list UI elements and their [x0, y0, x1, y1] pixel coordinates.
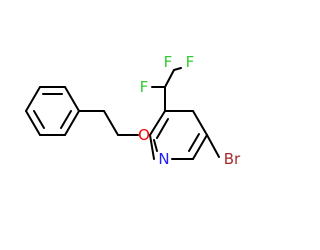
molecule-structure: F F F O N Br	[25, 53, 241, 168]
nitrogen-atom: N	[158, 150, 169, 168]
molecule-canvas: F F F O N Br	[25, 53, 241, 168]
fluorine-atom-3: F	[140, 78, 149, 96]
trifluoromethyl-group	[151, 67, 182, 112]
bromine-bond	[206, 134, 220, 158]
fluorine-atom-1: F	[164, 53, 173, 71]
fluorine-atom-2: F	[186, 53, 195, 71]
methylene-bond	[78, 110, 139, 136]
pyridine-ring	[149, 110, 208, 160]
oxygen-atom: O	[138, 126, 150, 144]
bromine-atom: Br	[224, 150, 241, 168]
phenyl-ring	[25, 86, 80, 136]
